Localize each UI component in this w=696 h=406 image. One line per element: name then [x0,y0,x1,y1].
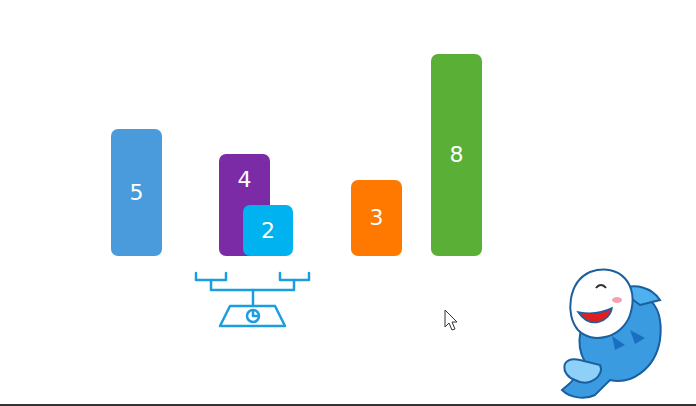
bar-value: 2 [261,218,275,244]
bar-value: 4 [238,167,252,193]
bar-value: 3 [370,205,384,231]
bar-value: 5 [130,180,144,206]
value-bar: 3 [351,180,402,256]
value-bar: 5 [111,129,162,256]
bar-value: 8 [450,142,464,168]
value-bar: 8 [431,54,482,256]
fish-mascot [562,270,661,398]
mouse-cursor [445,310,457,330]
scale-icon [196,273,309,326]
frame-line [0,404,696,406]
value-bar: 2 [243,205,293,256]
